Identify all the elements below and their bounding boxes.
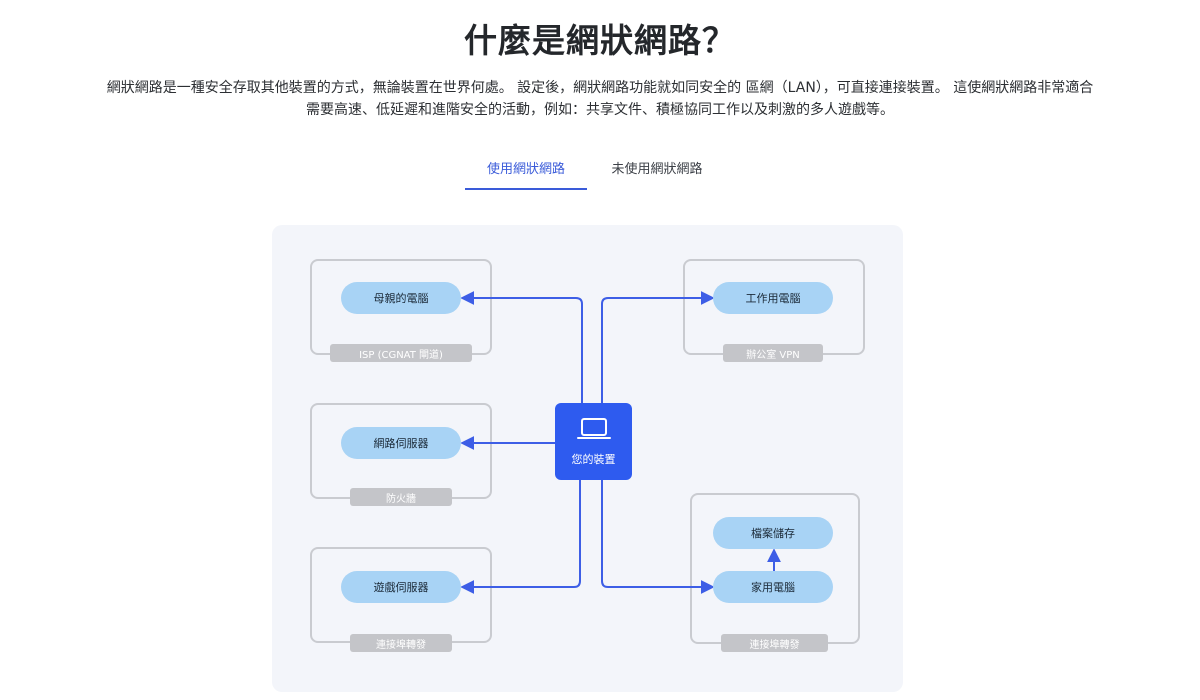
node-web-server: 網路伺服器: [341, 427, 461, 459]
tag-isp-cgnat: ISP (CGNAT 閘道): [330, 344, 472, 362]
node-file-storage: 檔案儲存: [713, 517, 833, 549]
node-work-pc: 工作用電腦: [713, 282, 833, 314]
node-game-server: 遊戲伺服器: [341, 571, 461, 603]
tag-port-forward-left: 連接埠轉發: [350, 634, 452, 652]
node-mother-pc: 母親的電腦: [341, 282, 461, 314]
tab-not-using-mesh[interactable]: 未使用網狀網路: [611, 162, 703, 177]
tab-bar: 使用網狀網路 未使用網狀網路: [465, 158, 735, 190]
tag-office-vpn: 辦公室 VPN: [723, 344, 823, 362]
your-device-label: 您的裝置: [571, 452, 616, 466]
laptop-icon: [576, 417, 611, 447]
page-title: 什麼是網狀網路？: [464, 21, 736, 60]
tab-using-mesh[interactable]: 使用網狀網路: [465, 158, 587, 190]
tag-firewall: 防火牆: [350, 488, 452, 506]
node-home-pc: 家用電腦: [713, 571, 833, 603]
port-forward-right-container: [690, 493, 860, 644]
your-device-node: 您的裝置: [555, 403, 632, 480]
page-description: 網狀網路是一種安全存取其他裝置的方式，無論裝置在世界何處。 設定後，網狀網路功能…: [106, 80, 1094, 118]
tag-port-forward-right: 連接埠轉發: [721, 634, 828, 652]
